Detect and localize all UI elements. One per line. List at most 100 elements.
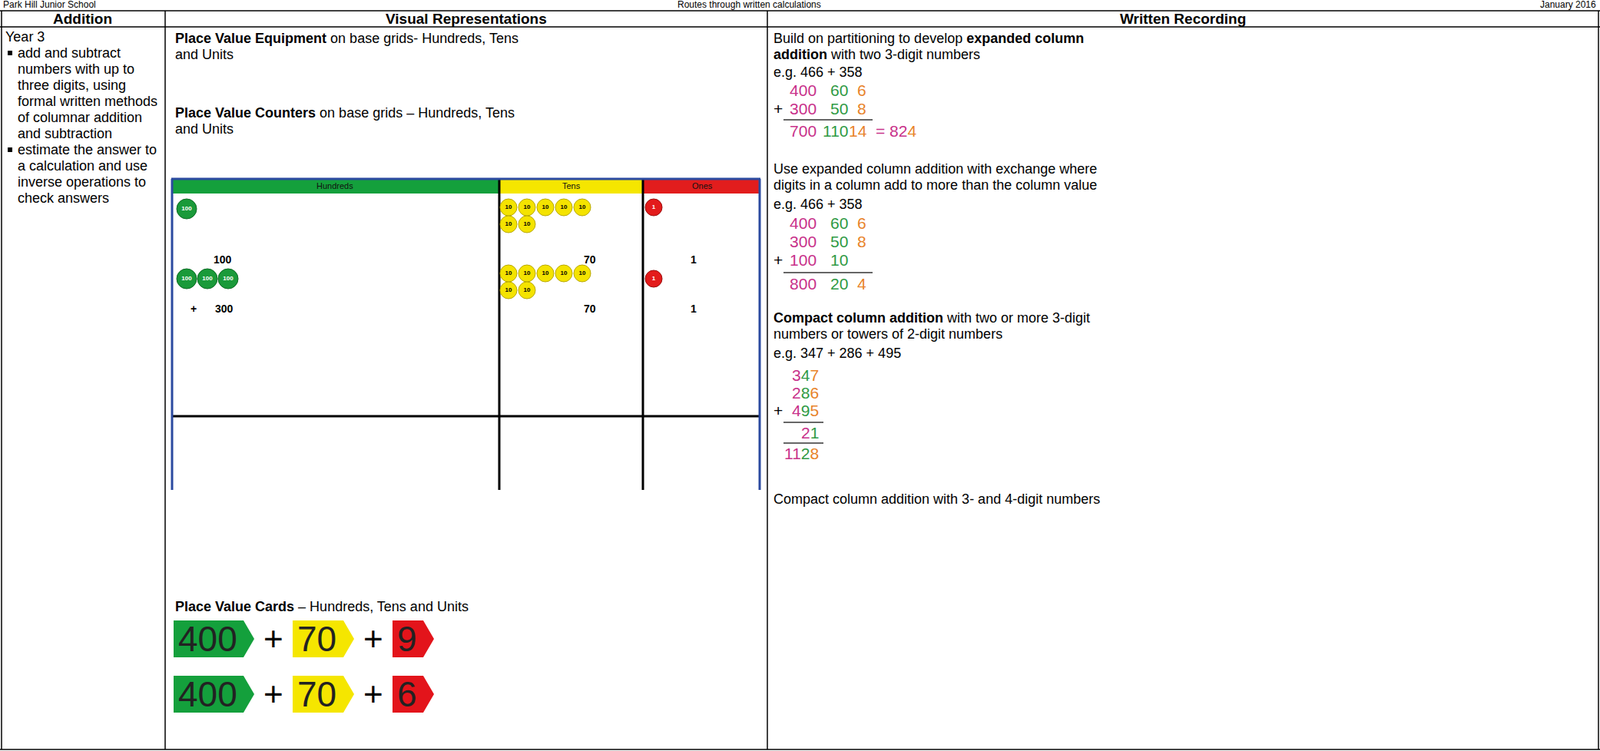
digit: 0 xyxy=(807,122,817,140)
card-outline xyxy=(392,675,434,713)
plus-sign: + xyxy=(363,675,384,713)
digit: 1 xyxy=(791,444,802,463)
text-block: Year 3add and subtract numbers with up t… xyxy=(5,29,162,207)
digit: 0 xyxy=(798,99,809,118)
digit xyxy=(884,122,890,140)
digit: 8 xyxy=(810,444,820,463)
counter-value: 100 xyxy=(197,268,218,289)
sum-digit: 300 xyxy=(789,100,817,118)
digit: 0 xyxy=(798,232,809,251)
sum-number: 347 xyxy=(791,367,819,385)
sum-digit: 8 xyxy=(857,100,867,118)
document-date: January 2016 xyxy=(1540,0,1597,10)
example-label: e.g. 466 + 358 xyxy=(773,64,863,80)
digit: 2 xyxy=(801,424,811,442)
digit: 1 xyxy=(830,251,840,269)
sum-digit: 400 xyxy=(789,215,817,232)
counter-value: 10 xyxy=(555,265,573,282)
sum-total: = 824 xyxy=(875,122,917,140)
plus-sign: + xyxy=(773,100,783,118)
place-value: 100 xyxy=(213,253,232,266)
method-name: Compact column addition xyxy=(773,310,944,326)
sum-digit: 50 xyxy=(830,100,849,118)
card-outline xyxy=(173,675,255,713)
counter-value: 10 xyxy=(500,198,517,216)
digit: 0 xyxy=(839,122,849,140)
digit: 3 xyxy=(791,366,802,385)
plus-sign: + xyxy=(263,620,284,658)
sum-digit: 800 xyxy=(789,275,817,293)
place-value: 70 xyxy=(583,302,597,315)
card-outline xyxy=(392,620,434,658)
column-header: Addition xyxy=(53,11,113,27)
digit: 6 xyxy=(830,214,840,232)
plus-sign: + xyxy=(190,302,197,315)
counter-value: 10 xyxy=(536,265,554,282)
sum-total: 1128 xyxy=(784,445,819,463)
digit: 4 xyxy=(801,366,811,385)
text-block: e.g. 466 + 358 xyxy=(773,196,1235,213)
digit: 6 xyxy=(857,214,867,232)
digit: 4 xyxy=(857,274,867,293)
counter-value: 10 xyxy=(500,215,517,233)
place-value: 70 xyxy=(583,253,597,266)
sum-digit: 400 xyxy=(789,82,817,100)
example-label: e.g. 466 + 358 xyxy=(773,196,863,213)
digit: 0 xyxy=(807,81,817,100)
column-header: Visual Representations xyxy=(385,11,547,27)
digit: 0 xyxy=(798,274,809,293)
place-value: 1 xyxy=(690,302,697,315)
digit: 0 xyxy=(839,214,849,232)
text-block: Build on partitioning to develop expande… xyxy=(773,30,1126,63)
place-value-card: 400 xyxy=(173,675,255,713)
sum-digit: 100 xyxy=(789,251,817,269)
year-heading: Year 3 xyxy=(5,29,162,46)
place-value-card: 70 xyxy=(292,675,355,713)
plus-sign: + xyxy=(363,620,384,658)
method-description: with two 3-digit numbers xyxy=(831,46,981,63)
text-block: Compact column addition with 3- and 4-di… xyxy=(773,491,1312,508)
digit: 8 xyxy=(789,274,799,293)
place-value: 1 xyxy=(690,253,697,266)
digit: 8 xyxy=(857,232,867,251)
counter-value: 10 xyxy=(536,198,554,216)
sum-number: 286 xyxy=(791,384,819,402)
text-block: Place Value Cards – Hundreds, Tens and U… xyxy=(175,599,713,616)
text-block: Use expanded column addition with exchan… xyxy=(773,161,1129,194)
place-value-card: 400 xyxy=(173,620,255,658)
card-value: 70 xyxy=(292,675,354,713)
counter-value: 10 xyxy=(518,215,536,233)
digit: 0 xyxy=(798,214,809,232)
digit: 6 xyxy=(857,81,867,100)
sum-digit: 8 xyxy=(857,233,867,251)
digit: 4 xyxy=(789,214,799,232)
sum-digit: 6 xyxy=(857,82,867,100)
digit: 7 xyxy=(789,122,799,140)
card-outline xyxy=(292,620,355,658)
text-block: e.g. 466 + 358 xyxy=(773,64,1235,81)
sum-digit: 14 xyxy=(848,122,867,140)
counter-value: 10 xyxy=(573,265,591,282)
method-description: – Hundreds, Tens and Units xyxy=(298,599,469,615)
digit: 6 xyxy=(809,384,819,402)
sum-digit: 60 xyxy=(830,82,849,100)
method-description: Compact column addition with 3- and 4-di… xyxy=(773,491,1100,507)
counter-value: 1 xyxy=(645,270,663,288)
digit: 1 xyxy=(822,122,831,140)
document-title: Routes through written calculations xyxy=(677,0,822,10)
card-value: 400 xyxy=(173,675,255,713)
card-value: 400 xyxy=(173,620,255,658)
counter-value: 100 xyxy=(218,268,239,289)
digit: 3 xyxy=(789,232,799,251)
digit: 0 xyxy=(798,81,809,100)
sum-digit: 700 xyxy=(789,122,817,140)
sum-digit: 50 xyxy=(830,233,849,251)
digit: 8 xyxy=(857,99,867,118)
card-value: 6 xyxy=(392,675,434,713)
digit: 1 xyxy=(830,122,840,140)
digit: 7 xyxy=(809,366,819,385)
counter-value: 10 xyxy=(500,281,517,299)
digit: 5 xyxy=(830,99,840,118)
digit: 9 xyxy=(801,401,811,420)
digit: 4 xyxy=(789,81,799,100)
